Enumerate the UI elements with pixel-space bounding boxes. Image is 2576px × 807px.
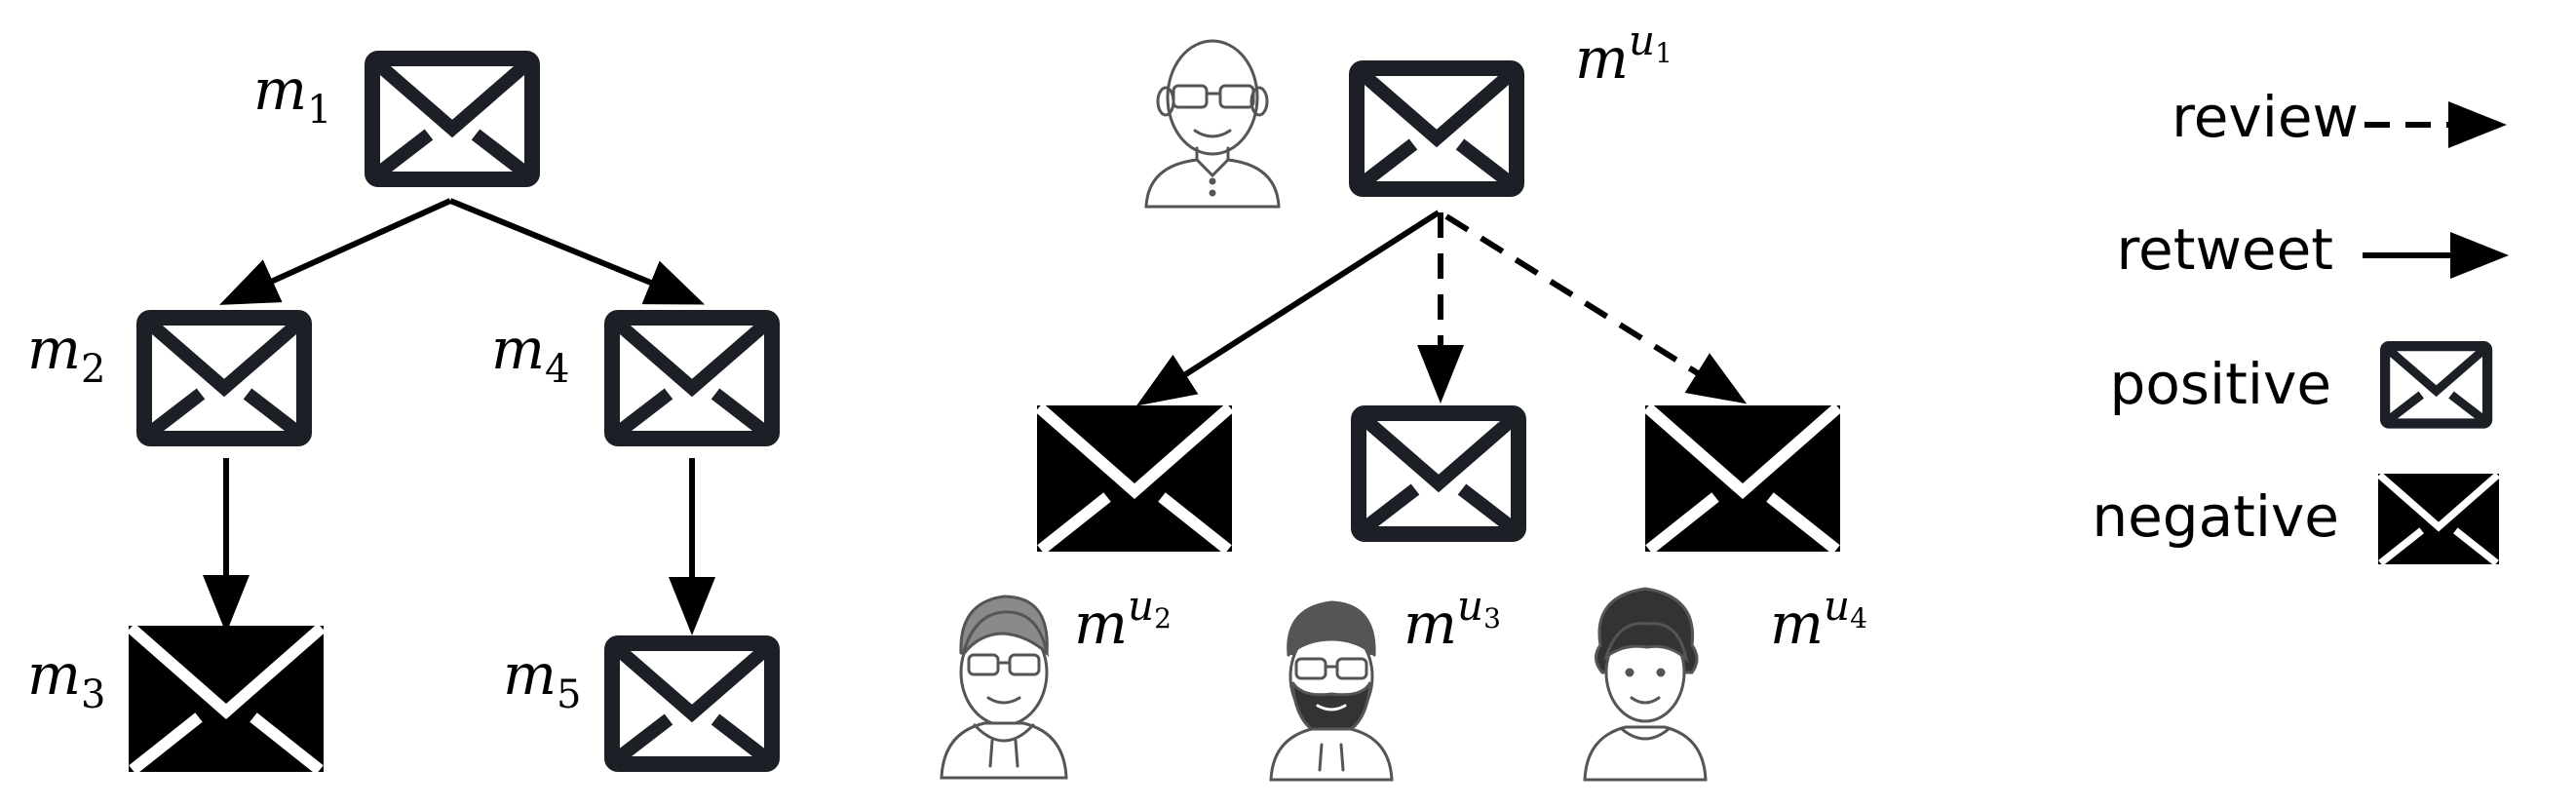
envelope-positive-icon (1357, 68, 1517, 189)
node-mu1: mu1 (1357, 17, 1672, 189)
legend: review retweet positive negative (2092, 84, 2509, 564)
left-tree: m1 m2 m4 m3 m5 (27, 57, 772, 772)
right-tree: mu1 mu2 mu3 mu4 (940, 17, 1867, 782)
edge-mu1-mu2 (1135, 210, 1441, 406)
envelope-positive-icon (1359, 413, 1519, 534)
envelope-negative-icon (1037, 405, 1232, 552)
label-m1: m1 (253, 57, 331, 133)
node-m3: m3 (27, 626, 324, 772)
node-mu3: mu3 (1359, 413, 1519, 657)
label-m5: m5 (503, 641, 581, 717)
edges-left (203, 198, 715, 635)
legend-negative: negative (2092, 474, 2499, 564)
node-m1: m1 (253, 57, 532, 179)
envelope-negative-icon (1645, 405, 1840, 552)
node-mu4: mu4 (1645, 405, 1867, 657)
envelope-negative-icon (129, 626, 324, 772)
legend-review: review (2172, 84, 2507, 150)
label-mu1: mu1 (1575, 17, 1672, 92)
curly-hair-user-icon (1583, 587, 1708, 782)
legend-review-label: review (2172, 84, 2359, 150)
legend-positive: positive (2110, 346, 2488, 423)
edge-mu1-mu4 (1444, 213, 1748, 404)
edges-right (1135, 210, 1748, 406)
node-mu2: mu2 (1037, 405, 1232, 657)
legend-retweet: retweet (2116, 216, 2509, 283)
node-m5: m5 (503, 641, 772, 764)
edge-m1-m4 (448, 198, 706, 305)
legend-positive-label: positive (2110, 351, 2332, 417)
label-m3: m3 (27, 641, 105, 717)
node-m4: m4 (491, 316, 772, 439)
legend-negative-label: negative (2092, 483, 2339, 550)
label-m4: m4 (491, 316, 569, 392)
label-mu2: mu2 (1074, 582, 1172, 657)
edge-m1-m2 (219, 198, 452, 305)
legend-negative-envelope-icon (2378, 474, 2499, 564)
envelope-positive-icon (612, 318, 772, 439)
envelope-positive-icon (612, 643, 772, 764)
envelope-positive-icon (144, 318, 304, 439)
label-mu3: mu3 (1403, 582, 1501, 657)
label-m2: m2 (27, 316, 105, 392)
bearded-glasses-user-icon (1269, 600, 1394, 782)
glasses-hoodie-user-icon (940, 595, 1068, 780)
node-m2: m2 (27, 316, 304, 439)
bald-glasses-user-icon (1144, 39, 1281, 209)
envelope-positive-icon (372, 58, 532, 179)
label-mu4: mu4 (1770, 582, 1867, 657)
legend-retweet-label: retweet (2116, 216, 2333, 283)
legend-positive-envelope-icon (2385, 346, 2487, 423)
